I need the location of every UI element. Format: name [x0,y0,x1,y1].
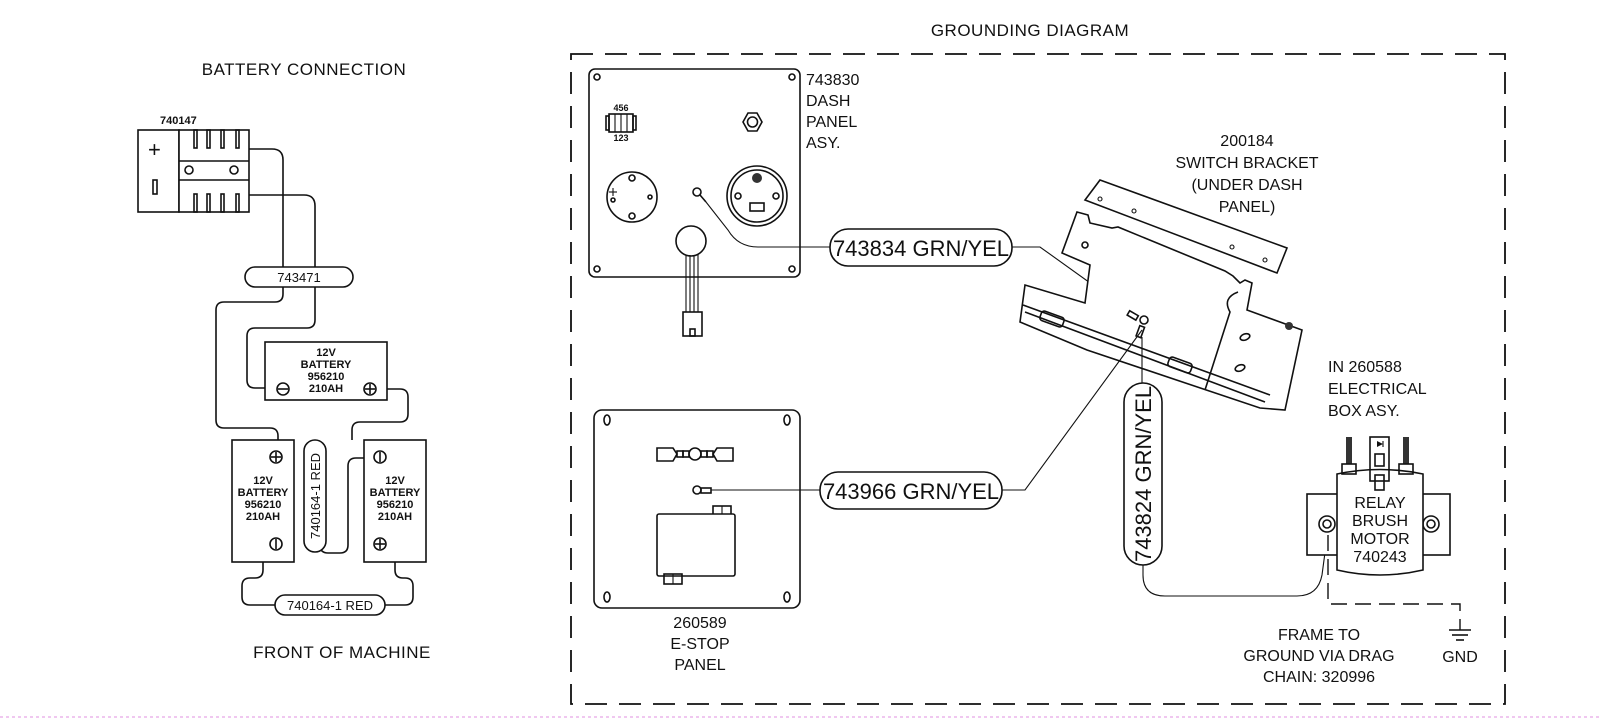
connector-part-label: 740147 [160,115,197,127]
svg-text:740243: 740243 [1353,549,1406,566]
gnd-label: GND [1442,649,1478,666]
svg-text:12V: 12V [385,475,405,487]
svg-text:12V: 12V [253,475,273,487]
switch-bracket [1019,179,1303,411]
svg-text:DASH: DASH [806,93,850,110]
right-gauge [726,165,788,227]
svg-text:956210: 956210 [377,499,414,511]
cable-tag-vertical: 740164-1 RED [303,439,327,553]
svg-text:BATTERY: BATTERY [370,487,421,499]
battery-right: 12V BATTERY 956210 210AH [363,439,427,563]
dash-panel: 456 123 [588,68,801,337]
svg-text:CHAIN: 320996: CHAIN: 320996 [1263,669,1375,686]
svg-text:PANEL: PANEL [806,114,857,131]
wire-bottom-right [385,562,414,606]
relay-brush-motor: RELAY BRUSH MOTOR 740243 [1306,436,1451,576]
wire-top-pos [351,388,409,440]
hex-nut-icon [742,112,763,132]
frame-ground-line [1327,535,1461,630]
svg-text:956210: 956210 [308,371,345,383]
svg-text:RELAY: RELAY [1354,495,1406,512]
grounding-diagram-title: GROUNDING DIAGRAM [931,21,1129,40]
svg-text:210AH: 210AH [378,511,412,523]
svg-text:GROUND VIA DRAG: GROUND VIA DRAG [1243,648,1394,665]
scan-artifact-strip [0,716,1600,718]
ring-terminal-icon [692,187,702,197]
svg-text:743824 GRN/YEL: 743824 GRN/YEL [1131,386,1156,562]
svg-text:743834 GRN/YEL: 743834 GRN/YEL [833,236,1009,261]
dash-panel-part: 743830 [806,72,859,89]
front-of-machine-label: FRONT OF MACHINE [253,643,431,662]
wire-vertical-link [319,457,364,554]
wire-tag-743834: 743834 GRN/YEL [829,228,1013,267]
wire-left-loop [215,287,284,440]
connector-body [137,129,180,213]
svg-text:PANEL: PANEL [674,657,725,674]
svg-text:740164-1 RED: 740164-1 RED [287,598,373,613]
svg-text:956210: 956210 [245,499,282,511]
left-gauge [606,171,658,223]
svg-text:BATTERY: BATTERY [238,487,289,499]
svg-text:FRAME TO: FRAME TO [1278,627,1360,644]
svg-text:456: 456 [613,103,628,113]
svg-text:743966 GRN/YEL: 743966 GRN/YEL [823,479,999,504]
wire-tag-743824: 743824 GRN/YEL [1123,382,1163,566]
estop-panel [593,409,801,609]
key-switch [675,225,707,257]
svg-text:PANEL): PANEL) [1219,199,1276,216]
wire-estop-to-bracket [1002,329,1143,491]
svg-text:BOX ASY.: BOX ASY. [1328,403,1400,420]
positive-terminal [373,537,387,551]
svg-text:210AH: 210AH [309,383,343,395]
svg-text:E-STOP: E-STOP [670,636,729,653]
wire-connector-bottom [249,194,316,267]
battery-connection-title: BATTERY CONNECTION [202,60,407,79]
fuse-holder [656,447,734,462]
svg-text:210AH: 210AH [246,511,280,523]
grounding-diagram-section: GROUNDING DIAGRAM 456 123 [570,21,1506,705]
battery-left: 12V BATTERY 956210 210AH [231,439,295,563]
ground-symbol-icon [1449,629,1471,641]
estop-part: 260589 [673,615,726,632]
positive-terminal [269,450,283,464]
dash-connector: 456 123 [605,103,637,143]
plus-symbol: + [148,137,161,162]
svg-text:SWITCH BRACKET: SWITCH BRACKET [1175,155,1318,172]
battery-connection-section: BATTERY CONNECTION 740147 + 74347 [137,60,431,662]
svg-text:740164-1 RED: 740164-1 RED [308,453,323,539]
key-switch-plug [682,311,703,337]
svg-text:ELECTRICAL: ELECTRICAL [1328,381,1427,398]
wire-dash-ground [705,201,830,248]
svg-text:743471: 743471 [277,270,320,285]
minus-symbol [152,179,158,195]
svg-text:BATTERY: BATTERY [301,359,352,371]
svg-text:ASY.: ASY. [806,135,840,152]
switch-bracket-part: 200184 [1220,133,1273,150]
svg-text:BRUSH: BRUSH [1352,513,1408,530]
negative-terminal [269,537,283,551]
wire-tag-743966: 743966 GRN/YEL [819,471,1003,510]
wire-bottom-left [241,562,275,606]
svg-text:MOTOR: MOTOR [1350,531,1409,548]
svg-text:123: 123 [613,133,628,143]
positive-terminal [363,382,377,396]
svg-text:(UNDER DASH: (UNDER DASH [1191,177,1302,194]
bracket-ground-terminal [1139,315,1149,325]
negative-terminal [276,382,290,396]
battery-connector: 740147 + [137,115,250,213]
svg-text:12V: 12V [316,347,336,359]
battery-top: 12V BATTERY 956210 210AH [264,341,388,401]
grounding-boundary [570,53,1506,705]
wire-connector-top [249,148,284,267]
negative-terminal [373,450,387,464]
cable-tag-743471: 743471 [244,266,354,288]
cable-tag-bottom: 740164-1 RED [274,594,386,616]
wire-to-top-battery-neg [246,287,316,389]
svg-text:IN 260588: IN 260588 [1328,359,1402,376]
wire-to-relay [1142,529,1329,597]
